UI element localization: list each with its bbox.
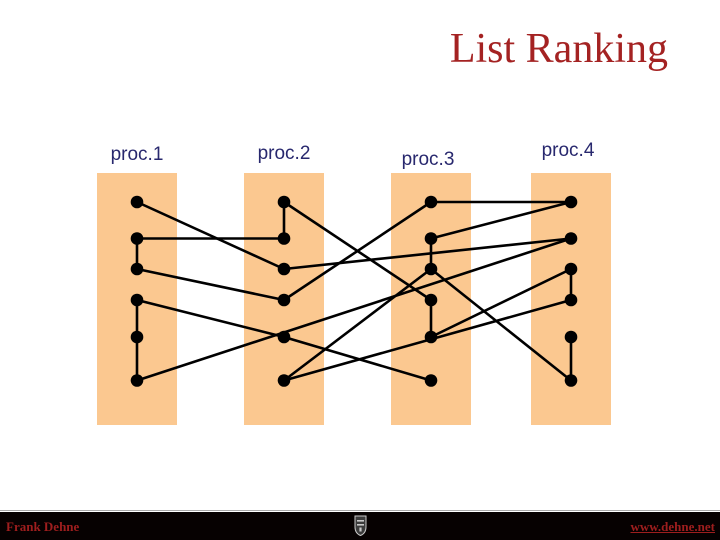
list-node-c2r4 xyxy=(277,293,291,307)
list-node-c2r1 xyxy=(277,195,291,209)
proc-label-3: proc.3 xyxy=(401,149,455,170)
pointer-edge-c1r1-c2r3 xyxy=(135,200,286,271)
list-node-c3r6 xyxy=(424,374,438,387)
pointer-edge-c1r4-c2r5 xyxy=(135,298,286,339)
list-node-c3r5 xyxy=(424,330,438,344)
list-node-c4r1 xyxy=(564,195,578,209)
pointer-edge-c1r3-c2r4 xyxy=(135,267,286,302)
list-node-c2r2 xyxy=(277,232,291,245)
list-node-c4r3 xyxy=(564,262,578,276)
list-node-c3r3 xyxy=(424,262,438,276)
proc-label-4: proc.4 xyxy=(541,140,595,161)
pointer-edge-c3r3-c4r6 xyxy=(429,267,573,382)
list-node-c2r3 xyxy=(277,262,291,276)
list-node-c3r1 xyxy=(424,195,438,209)
list-node-c2r5 xyxy=(277,330,291,344)
list-node-c1r6 xyxy=(130,374,144,387)
list-node-c3r2 xyxy=(424,232,438,245)
list-node-c3r4 xyxy=(424,293,438,307)
proc-label-1: proc.1 xyxy=(110,144,164,165)
footer-website-link[interactable]: www.dehne.net xyxy=(630,519,715,534)
list-node-c4r2 xyxy=(564,232,578,245)
pointer-edge-c2r4-c3r1 xyxy=(282,200,433,302)
list-node-c4r5 xyxy=(564,330,578,344)
proc-label-2: proc.2 xyxy=(257,143,311,164)
pointer-edge-c1r6-c4r2 xyxy=(135,237,573,382)
list-node-c1r1 xyxy=(130,195,144,209)
list-node-c1r3 xyxy=(130,262,144,276)
pointer-edge-c2r3-c4r2 xyxy=(282,237,573,271)
page-title: List Ranking xyxy=(449,26,668,72)
pointer-edge-c3r5-c4r3 xyxy=(429,267,573,339)
list-node-c1r2 xyxy=(130,232,144,245)
footer-bar: Frank Dehne www.dehne.net xyxy=(0,512,720,540)
list-node-c4r6 xyxy=(564,374,578,387)
list-node-c2r6 xyxy=(277,374,291,387)
pointer-edge-c2r6-c3r3 xyxy=(282,267,433,382)
list-node-c1r4 xyxy=(130,293,144,307)
list-node-c4r4 xyxy=(564,293,578,307)
list-node-c1r5 xyxy=(130,330,144,344)
footer-author: Frank Dehne xyxy=(6,519,80,534)
pointer-edge-c3r2-c4r1 xyxy=(429,200,573,240)
footer-divider xyxy=(0,510,720,511)
crest-icon xyxy=(354,515,367,536)
